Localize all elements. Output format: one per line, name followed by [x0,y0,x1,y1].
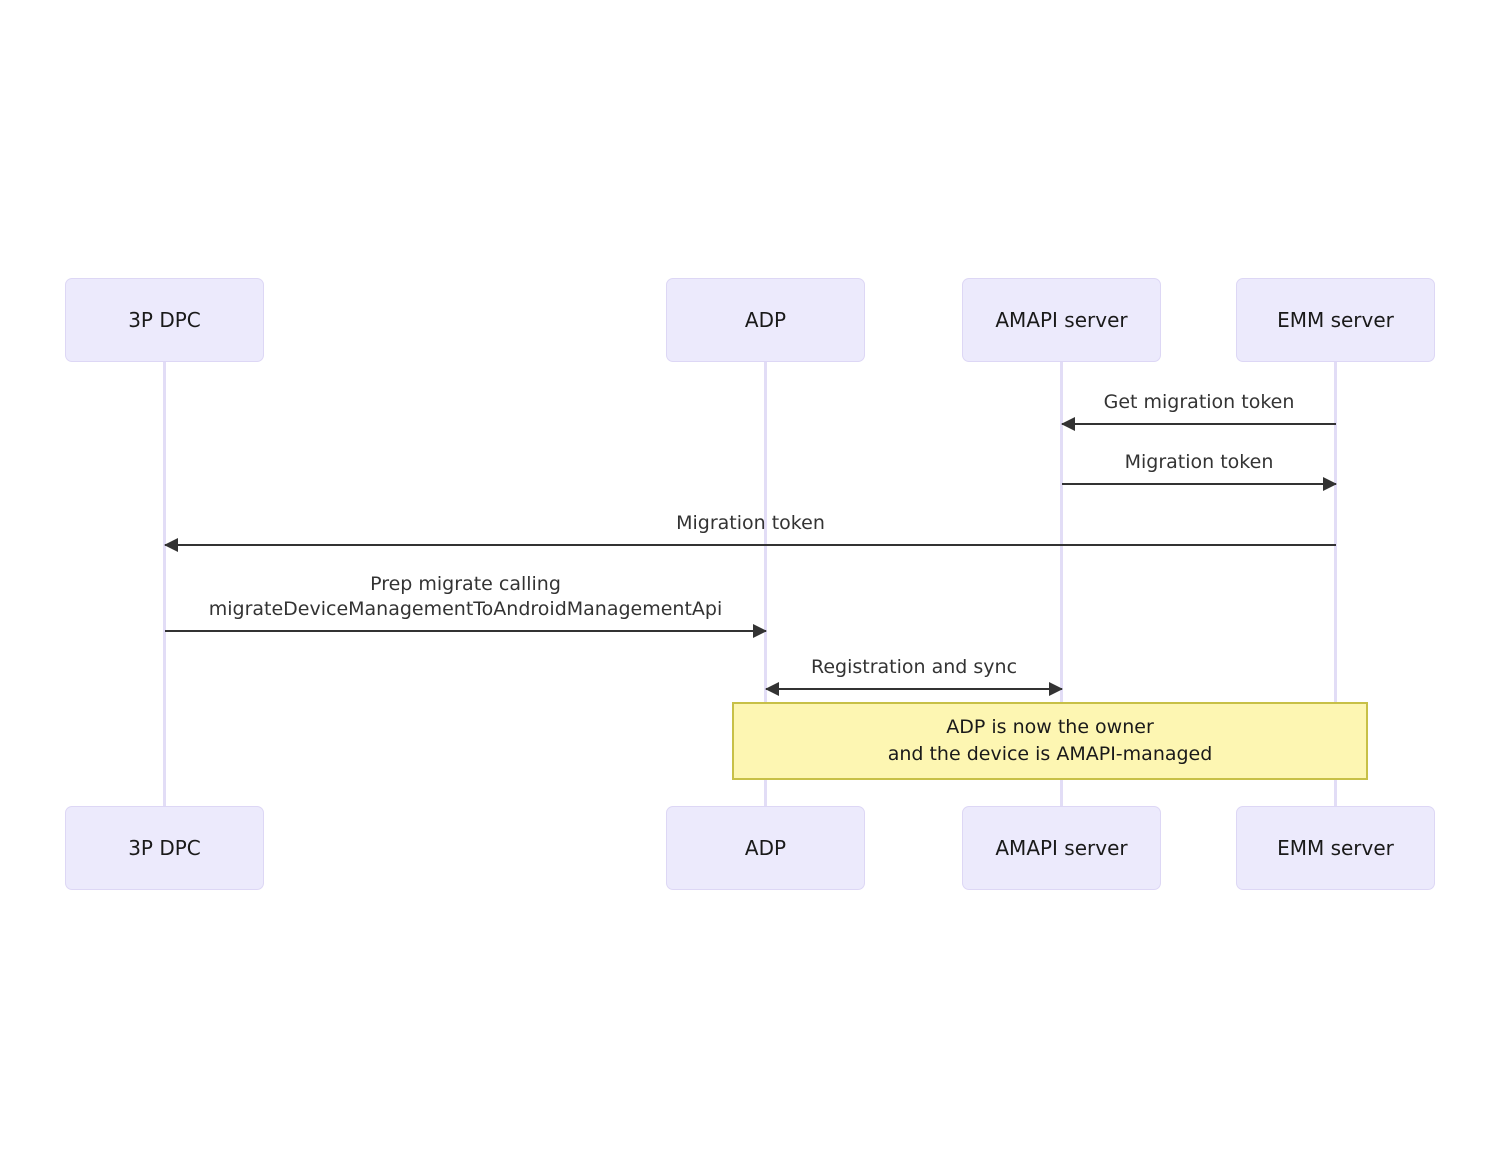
participant-header-emm[interactable]: EMM server [1236,278,1435,362]
participant-label: EMM server [1277,308,1394,332]
note-ownership-note: ADP is now the owner and the device is A… [732,702,1368,780]
participant-header-adp[interactable]: ADP [666,278,865,362]
arrowhead-right-icon [753,624,767,638]
message-line [766,688,1062,690]
participant-header-dpc[interactable]: 3P DPC [65,278,264,362]
message-line [1062,483,1336,485]
participant-header-amapi[interactable]: AMAPI server [962,278,1161,362]
message-label: Migration token [676,512,825,534]
participant-label: 3P DPC [128,836,201,860]
participant-footer-adp[interactable]: ADP [666,806,865,890]
participant-label: ADP [744,308,787,332]
note-text: ADP is now the owner and the device is A… [887,716,1213,765]
arrowhead-left-icon [164,538,178,552]
message-line [165,544,1336,546]
message-label: Migration token [1124,451,1274,473]
message-label: Get migration token [1103,391,1295,413]
arrowhead-right-icon [1323,477,1337,491]
message-line [1062,423,1336,425]
arrowhead-left-icon [1061,417,1075,431]
participant-label: AMAPI server [995,836,1128,860]
participant-label: ADP [744,836,787,860]
participant-label: 3P DPC [128,308,201,332]
arrowhead-right-icon [1049,682,1063,696]
message-label: Prep migrate calling migrateDeviceManage… [208,573,723,620]
arrowhead-left-icon [765,682,779,696]
lifeline-dpc [163,362,166,806]
participant-footer-emm[interactable]: EMM server [1236,806,1435,890]
message-line [165,630,766,632]
participant-label: AMAPI server [995,308,1128,332]
participant-footer-amapi[interactable]: AMAPI server [962,806,1161,890]
lifeline-amapi [1060,362,1063,806]
message-label: Registration and sync [810,656,1018,678]
lifeline-adp [764,362,767,806]
participant-label: EMM server [1277,836,1394,860]
participant-footer-dpc[interactable]: 3P DPC [65,806,264,890]
lifeline-emm [1334,362,1337,806]
